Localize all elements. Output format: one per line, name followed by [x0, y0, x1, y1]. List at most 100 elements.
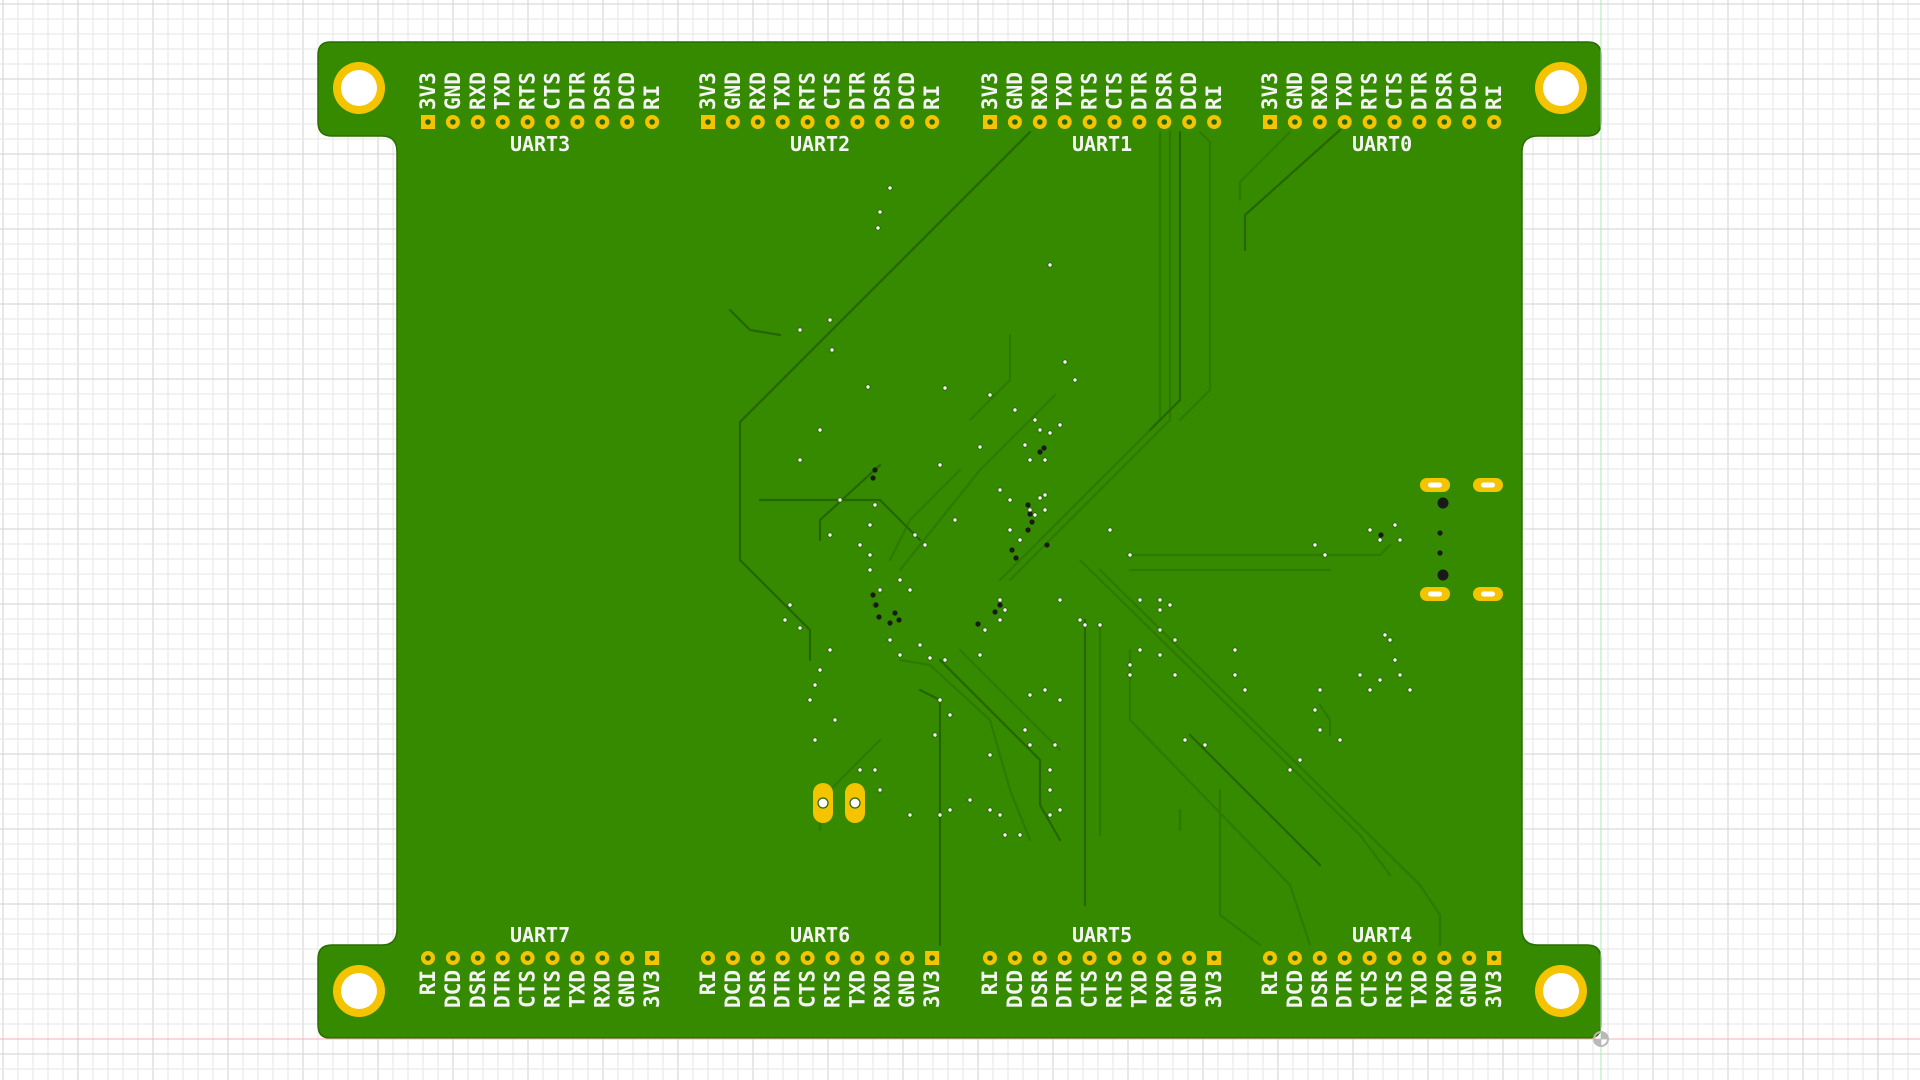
header-pin-drill: [987, 119, 993, 125]
slot-drill: [1428, 482, 1442, 488]
via-dark: [876, 614, 882, 620]
header-pin-drill: [1267, 119, 1273, 125]
oval-pad-drill: [849, 797, 861, 809]
via: [1032, 417, 1038, 423]
via-dark: [1044, 542, 1050, 548]
header-pin-label: GND: [1283, 72, 1307, 110]
via: [872, 767, 878, 773]
via: [1057, 422, 1063, 428]
via: [1312, 707, 1318, 713]
header-pin-label: CTS: [1078, 970, 1102, 1008]
header-pin-label: RTS: [1358, 72, 1382, 110]
via: [1397, 672, 1403, 678]
header-pin-drill: [1012, 119, 1018, 125]
header-pin-drill: [755, 119, 761, 125]
via: [1047, 787, 1053, 793]
via: [877, 209, 883, 215]
copper-trace: [898, 658, 1032, 842]
via: [912, 532, 918, 538]
via: [987, 752, 993, 758]
header-pin-label: TXD: [1127, 970, 1151, 1008]
header-pin-drill: [1111, 119, 1118, 125]
copper-trace: [728, 308, 782, 337]
header-pin-label: TXD: [491, 72, 515, 110]
header-pin-drill: [904, 955, 910, 961]
copper-trace: [1243, 128, 1342, 252]
copper-trace: [938, 658, 1062, 842]
connector-locating-hole: [1437, 497, 1449, 509]
oval-through-hole-pad: [813, 783, 833, 823]
via: [997, 597, 1003, 603]
via: [1127, 672, 1133, 678]
uart-header-name: UART1: [1072, 132, 1132, 156]
copper-trace: [898, 393, 1057, 572]
header-pin-label: GND: [721, 72, 745, 110]
header-pin-label: DSR: [746, 970, 770, 1008]
via: [1172, 672, 1178, 678]
via: [1157, 607, 1163, 613]
via-dark: [896, 617, 902, 623]
copper-trace: [1008, 130, 1172, 582]
header-pin-drill: [1491, 119, 1497, 125]
via: [837, 497, 843, 503]
header-pin-label: 3V3: [920, 970, 944, 1008]
header-pin-drill: [829, 955, 836, 961]
via: [1002, 607, 1008, 613]
mounting-hole-drill: [1543, 973, 1579, 1009]
via: [977, 444, 983, 450]
header-pin-label: RXD: [870, 970, 894, 1008]
via: [1042, 457, 1048, 463]
header-pin-label: RXD: [590, 970, 614, 1008]
header-pin-label: TXD: [1333, 72, 1357, 110]
via-dark: [997, 602, 1003, 608]
header-pin-drill: [904, 119, 910, 125]
via: [967, 797, 973, 803]
via: [1137, 597, 1143, 603]
header-pin-drill: [524, 955, 531, 961]
header-pin-drill: [987, 955, 993, 961]
header-pin-label: RXD: [1432, 970, 1456, 1008]
via: [1127, 662, 1133, 668]
copper-trace: [1318, 703, 1332, 737]
copper-trace: [758, 498, 922, 542]
via: [1027, 742, 1033, 748]
via-dark: [1009, 547, 1015, 553]
via: [829, 347, 835, 353]
via: [857, 767, 863, 773]
header-pin-label: RXD: [1152, 970, 1176, 1008]
via: [877, 787, 883, 793]
via-dark: [1029, 519, 1035, 525]
via: [1157, 627, 1163, 633]
header-pin-drill: [599, 955, 606, 961]
mounting-hole: [1535, 62, 1587, 114]
header-pin-drill: [804, 119, 811, 125]
via: [817, 427, 823, 433]
via: [1297, 757, 1303, 763]
via: [1407, 687, 1413, 693]
header-pin-label: DCD: [1003, 970, 1027, 1008]
header-pin-drill: [879, 119, 886, 125]
header-pin-label: 3V3: [696, 72, 720, 110]
via: [797, 457, 803, 463]
header-pin-drill: [549, 119, 556, 125]
header-pin-label: TXD: [771, 72, 795, 110]
header-pin-label: CTS: [821, 72, 845, 110]
header-pin-drill: [475, 119, 481, 125]
uart-header-name: UART0: [1352, 132, 1412, 156]
header-pin-label: 3V3: [416, 72, 440, 110]
header-pin-label: DTR: [1053, 970, 1077, 1008]
header-pin-label: RTS: [1078, 72, 1102, 110]
board-components: [813, 478, 1503, 823]
header-pin-label: RTS: [1383, 970, 1407, 1008]
header-pin-label: CTS: [1383, 72, 1407, 110]
via: [827, 532, 833, 538]
copper-trace: [1188, 733, 1322, 867]
